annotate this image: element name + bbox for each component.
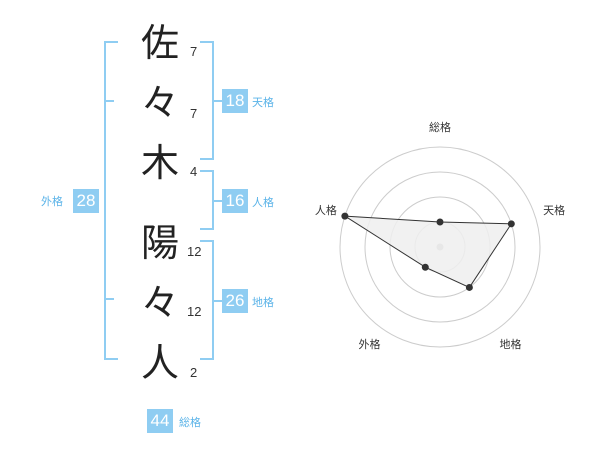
name-character-1: 佐 — [140, 21, 179, 65]
soukaku-label: 総格 — [179, 416, 201, 429]
radar-data-shape — [341, 212, 515, 291]
stroke-count-2: 7 — [190, 106, 198, 121]
stroke-count-6: 2 — [190, 365, 198, 380]
gaikaku-bracket — [104, 41, 118, 360]
name-character-6: 人 — [140, 341, 179, 385]
radar-point-5 — [341, 212, 349, 220]
chikaku-label: 地格 — [252, 296, 274, 309]
radar-point-4 — [421, 263, 429, 271]
radar-axis-label-4: 外格 — [358, 337, 380, 351]
tenkaku-bracket-connector — [212, 100, 222, 102]
chikaku-bracket-connector — [212, 300, 222, 302]
radar-point-2 — [507, 220, 515, 228]
tenkaku-value-box: 18 — [222, 89, 248, 113]
radar-grid-ring — [339, 146, 541, 348]
name-character-4: 陽 — [140, 221, 179, 265]
jinkaku-value-box: 16 — [222, 189, 248, 213]
stroke-count-3: 4 — [190, 164, 198, 179]
radar-point-1 — [436, 218, 444, 226]
radar-point-3 — [465, 283, 473, 291]
name-character-5: 々 — [140, 281, 179, 325]
radar-axis-label-5: 人格 — [315, 203, 337, 217]
radar-grid-ring — [364, 171, 516, 323]
gaikaku-bracket-tick — [104, 298, 114, 300]
name-character-3: 木 — [140, 141, 179, 185]
gaikaku-bracket-tick — [104, 100, 114, 102]
radar-axis-label-1: 総格 — [429, 120, 451, 134]
gaikaku-value-box: 28 — [73, 189, 99, 213]
name-character-2: 々 — [140, 81, 179, 125]
chikaku-value-box: 26 — [222, 289, 248, 313]
tenkaku-label: 天格 — [252, 96, 274, 109]
radar-polygon — [344, 215, 513, 289]
radar-axis-label-3: 地格 — [500, 337, 522, 351]
radar-axis-label-2: 天格 — [543, 203, 565, 217]
soukaku-value-box: 44 — [147, 409, 173, 433]
jinkaku-bracket-connector — [212, 200, 222, 202]
gaikaku-label: 外格 — [41, 195, 63, 208]
stroke-count-4: 12 — [187, 244, 202, 259]
stroke-count-5: 12 — [187, 304, 202, 319]
stroke-count-1: 7 — [190, 44, 198, 59]
jinkaku-label: 人格 — [252, 196, 274, 209]
